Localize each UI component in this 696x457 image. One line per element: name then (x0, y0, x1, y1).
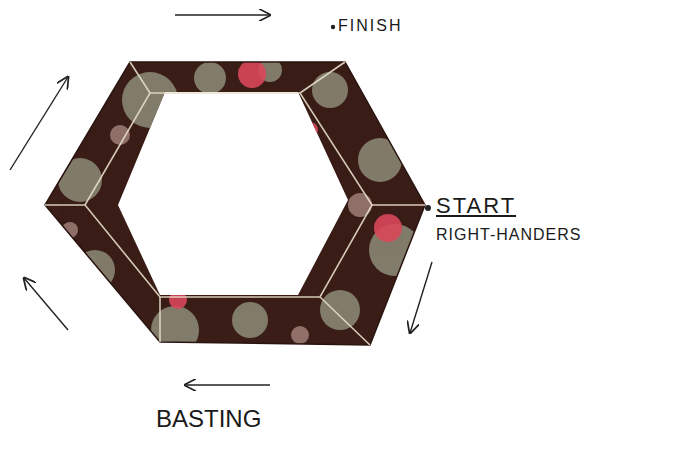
finish-label: FINISH (338, 17, 402, 35)
paper-template (45, 62, 425, 345)
hand-note: RIGHT-HANDERS (436, 226, 581, 244)
direction-arrows (10, 15, 432, 385)
basting-title: BASTING (156, 406, 261, 432)
finish-dot (331, 25, 335, 29)
start-dot (425, 205, 431, 211)
start-label: START (436, 194, 516, 218)
